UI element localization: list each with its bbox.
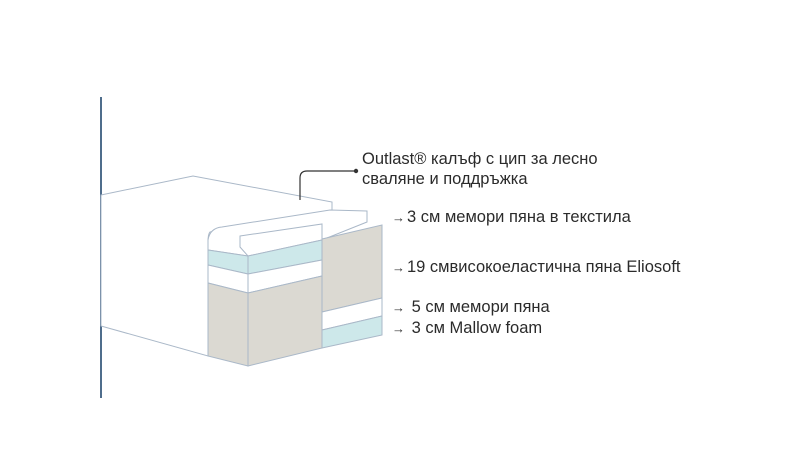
layer-4-text: 3 см Mallow foam [411, 319, 543, 337]
arrow-icon: → [392, 210, 405, 225]
label-layer-3: → 5 см мемори пяна [392, 297, 550, 318]
layer-1-text: 3 см мемори пяна в текстила [407, 208, 631, 226]
arrow-icon: → [392, 260, 405, 275]
cover-leader-line [299, 170, 356, 200]
label-layer-4: → 3 см Mallow foam [392, 318, 542, 339]
right-gray-block [321, 224, 383, 313]
label-cover-line1: Outlast® калъф с цип за лесно [362, 150, 598, 168]
layer-2-text: 19 смвисокоеластична пяна Eliosoft [407, 258, 681, 276]
right-teal-layer [321, 315, 383, 349]
label-layer-2: →19 смвисокоеластична пяна Eliosoft [392, 257, 680, 278]
label-cover-line2: сваляне и поддръжка [362, 170, 528, 188]
label-layer-1: →3 см мемори пяна в текстила [392, 207, 631, 228]
leader-dot [353, 168, 359, 174]
arrow-icon: → [392, 300, 405, 315]
arrow-icon: → [392, 321, 405, 336]
left-gray-layer [207, 282, 249, 367]
layer-3-text: 5 см мемори пяна [411, 298, 550, 316]
